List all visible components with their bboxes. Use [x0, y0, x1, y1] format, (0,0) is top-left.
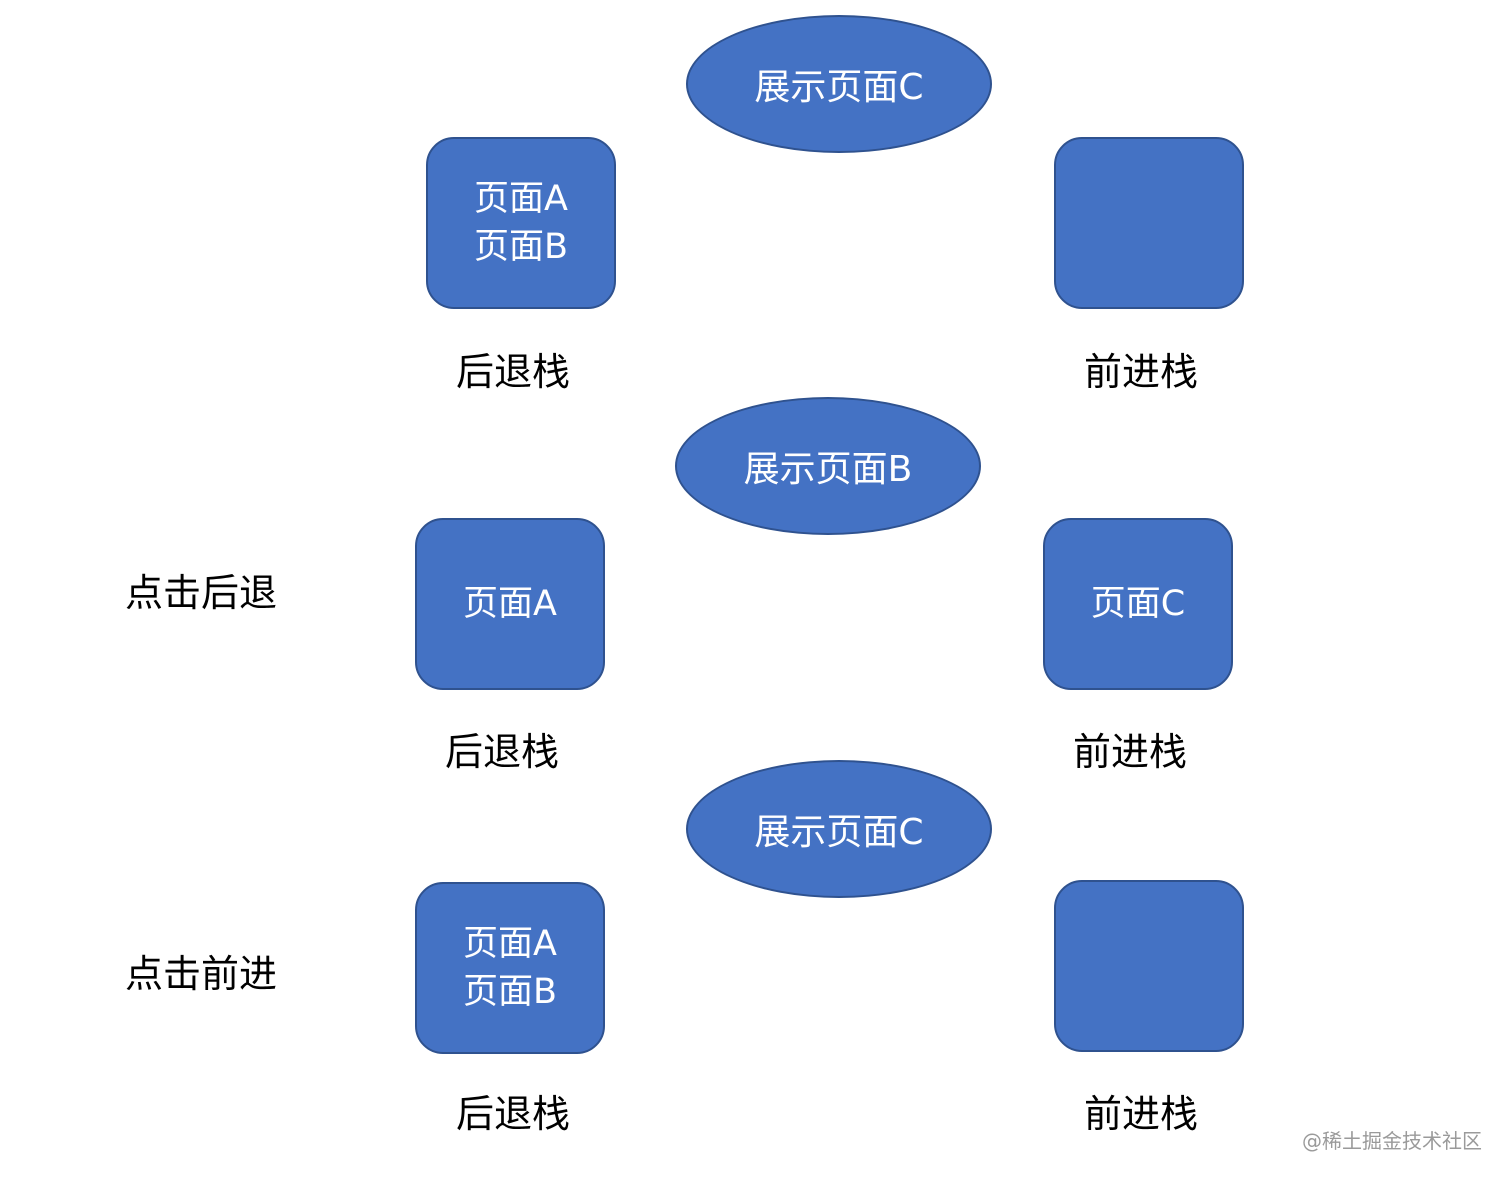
- back-stack-caption: 后退栈: [455, 1092, 570, 1136]
- forward-stack-caption: 前进栈: [1072, 730, 1187, 774]
- back-stack-caption: 后退栈: [455, 350, 570, 394]
- stack-item: 页面A: [463, 584, 557, 624]
- display-page-ellipse: 展示页面B: [675, 397, 981, 535]
- forward-stack-box: [1054, 880, 1244, 1052]
- stack-item: 页面B: [462, 972, 557, 1012]
- watermark: @稀土掘金技术社区: [1302, 1129, 1482, 1153]
- forward-stack-box: [1054, 137, 1244, 309]
- back-stack-box: 页面A: [415, 518, 605, 690]
- display-page-label: 展示页面C: [754, 812, 924, 853]
- display-page-label: 展示页面C: [754, 67, 924, 108]
- display-page-ellipse: 展示页面C: [686, 15, 992, 153]
- action-label: 点击后退: [125, 571, 278, 615]
- stack-item: 页面B: [473, 227, 568, 267]
- display-page-label: 展示页面B: [743, 449, 913, 490]
- forward-stack-box: 页面C: [1043, 518, 1233, 690]
- forward-stack-caption: 前进栈: [1083, 1092, 1198, 1136]
- stack-item: 页面A: [474, 179, 568, 219]
- display-page-ellipse: 展示页面C: [686, 760, 992, 898]
- stack-item: 页面A: [463, 924, 557, 964]
- action-label: 点击前进: [125, 952, 278, 996]
- stack-item: 页面C: [1090, 584, 1186, 624]
- back-stack-box: 页面A 页面B: [415, 882, 605, 1054]
- back-stack-box: 页面A 页面B: [426, 137, 616, 309]
- forward-stack-caption: 前进栈: [1083, 350, 1198, 394]
- back-stack-caption: 后退栈: [444, 730, 559, 774]
